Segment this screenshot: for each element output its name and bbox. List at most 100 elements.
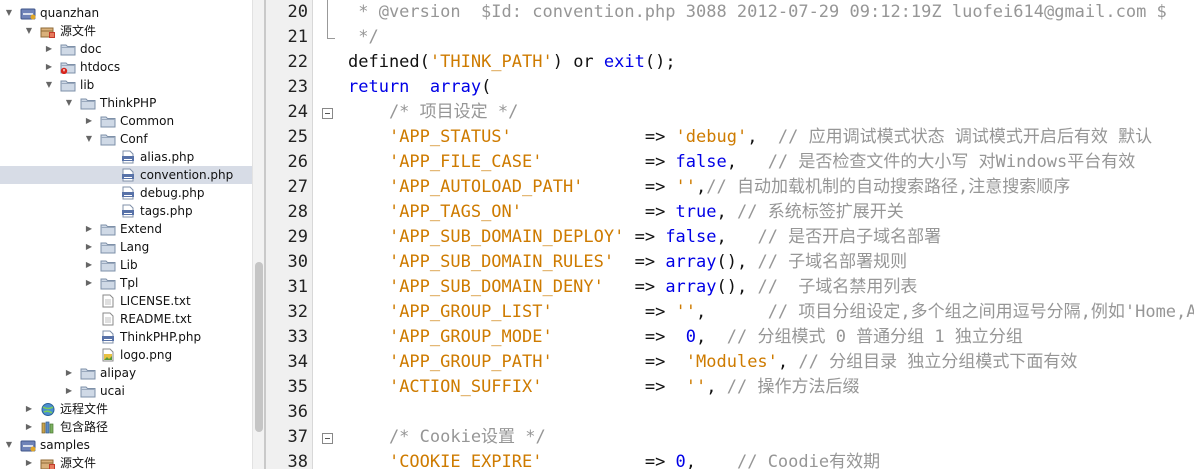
folder-error-icon (60, 60, 76, 74)
code-token: array (429, 77, 482, 97)
tree-item[interactable]: ▶包含路径 (0, 418, 252, 436)
tree-scrollbar[interactable] (252, 0, 265, 469)
expand-arrow-closed-icon[interactable]: ▶ (25, 404, 33, 413)
code-token: => (583, 177, 676, 197)
tree-item[interactable]: README.txt (0, 310, 252, 328)
expand-arrow-open-icon[interactable]: ▼ (85, 134, 93, 143)
code-line[interactable]: /* 项目设定 */ (348, 100, 518, 125)
expand-arrow-closed-icon[interactable]: ▶ (85, 242, 93, 251)
tree-item[interactable]: ▶doc (0, 40, 252, 58)
expand-arrow-closed-icon[interactable]: ▶ (45, 62, 53, 71)
code-line[interactable]: /* Cookie设置 */ (348, 425, 546, 450)
expand-arrow-closed-icon[interactable]: ▶ (45, 44, 53, 53)
fold-collapse-icon[interactable] (322, 433, 333, 444)
code-token: , (747, 127, 778, 147)
tree-item[interactable]: alias.php (0, 148, 252, 166)
tree-item[interactable]: ▼ThinkPHP (0, 94, 252, 112)
tree-item[interactable]: ▼samples (0, 436, 252, 454)
code-line[interactable]: 'ACTION_SUFFIX' => '', // 操作方法后缀 (348, 375, 860, 400)
tree-item[interactable]: ▼Conf (0, 130, 252, 148)
fold-guide (327, 25, 328, 38)
tree-item[interactable]: ThinkPHP.php (0, 328, 252, 346)
tree-item-label: Common (120, 114, 175, 128)
code-token: => (542, 152, 676, 172)
tree-item[interactable]: LICENSE.txt (0, 292, 252, 310)
code-line[interactable]: 'APP_SUB_DOMAIN_DEPLOY' => false, // 是否开… (348, 225, 941, 250)
code-line[interactable]: 'APP_TAGS_ON' => true, // 系统标签扩展开关 (348, 200, 904, 225)
code-token: , (706, 377, 727, 397)
code-line[interactable]: */ (348, 25, 378, 50)
code-token (348, 177, 389, 197)
code-line[interactable]: 'APP_GROUP_LIST' => '', // 项目分组设定,多个组之间用… (348, 300, 1194, 325)
code-token: => (552, 352, 686, 372)
tree-item[interactable]: ▶ Common (0, 112, 252, 130)
tree-item[interactable]: ▶ucai (0, 382, 252, 400)
pane-divider[interactable] (264, 0, 266, 469)
tree-item[interactable]: ▼lib (0, 76, 252, 94)
line-number: 34 (287, 352, 308, 372)
expand-arrow-open-icon[interactable]: ▼ (5, 8, 13, 17)
code-token (348, 227, 389, 247)
code-token: // 是否检查文件的大小写 对Windows平台有效 (767, 152, 1136, 172)
code-line[interactable]: 'COOKIE_EXPIRE' => 0, // Coodie有效期 (348, 450, 880, 469)
code-line[interactable]: 'APP_FILE_CASE' => false, // 是否检查文件的大小写 … (348, 150, 1135, 175)
library-icon (40, 420, 56, 434)
expand-arrow-closed-icon[interactable]: ▶ (25, 422, 33, 431)
tree-item[interactable]: tags.php (0, 202, 252, 220)
php-project-icon (20, 438, 36, 452)
code-token: true (675, 202, 717, 222)
tree-item[interactable]: ▶htdocs (0, 58, 252, 76)
php-file-icon (120, 168, 136, 182)
code-line[interactable]: return array( (348, 75, 491, 100)
code-line[interactable]: * @version $Id: convention.php 3088 2012… (348, 0, 1167, 25)
tree-item[interactable]: debug.php (0, 184, 252, 202)
project-tree[interactable]: ▼quanzhan▼源文件▶doc▶htdocs▼lib▼ThinkPHP ▶ Co… (0, 0, 266, 469)
tree-scrollbar-thumb[interactable] (255, 262, 263, 432)
tree-item[interactable]: ▼quanzhan (0, 4, 252, 22)
tree-item[interactable]: ▶Lib (0, 256, 252, 274)
expand-arrow-open-icon[interactable]: ▼ (25, 26, 33, 35)
expand-arrow-open-icon[interactable]: ▼ (5, 440, 13, 449)
code-token: // Coodie有效期 (736, 452, 881, 469)
code-editor[interactable]: * @version $Id: convention.php 3088 2012… (313, 0, 1194, 469)
code-line[interactable]: 'APP_GROUP_MODE' => 0, // 分组模式 0 普通分组 1 … (348, 325, 1023, 350)
code-line[interactable]: 'APP_STATUS' => 'debug', // 应用调试模式状态 调试模… (348, 125, 1152, 150)
expand-arrow-closed-icon[interactable]: ▶ (85, 260, 93, 269)
code-line[interactable]: 'APP_SUB_DOMAIN_RULES' => array(), // 子域… (348, 250, 907, 275)
tree-item[interactable]: ▶alipay (0, 364, 252, 382)
code-token: , (696, 302, 768, 322)
line-number: 30 (287, 252, 308, 272)
tree-item[interactable]: logo.png (0, 346, 252, 364)
line-number: 33 (287, 327, 308, 347)
code-line[interactable]: defined('THINK_PATH') or exit(); (348, 50, 676, 75)
code-token: , (726, 152, 768, 172)
tree-item[interactable]: convention.php (0, 166, 252, 184)
tree-item[interactable]: ▶Lang (0, 238, 252, 256)
tree-item[interactable]: ▼源文件 (0, 22, 252, 40)
code-line[interactable]: 'APP_GROUP_PATH' => 'Modules', // 分组目录 独… (348, 350, 1077, 375)
tree-item[interactable]: ▶ Tpl (0, 274, 252, 292)
tree-item-label: README.txt (120, 312, 192, 326)
expand-arrow-closed-icon[interactable]: ▶ (25, 458, 33, 467)
expand-arrow-open-icon[interactable]: ▼ (65, 98, 73, 107)
code-line[interactable]: 'APP_SUB_DOMAIN_DENY' => array(), // 子域名… (348, 275, 917, 300)
image-file-icon (100, 348, 116, 362)
expand-arrow-closed-icon[interactable]: ▶ (85, 278, 93, 287)
code-token: /* 项目设定 */ (348, 102, 519, 122)
expand-arrow-open-icon[interactable]: ▼ (45, 80, 53, 89)
code-token: 'THINK_PATH' (429, 52, 553, 72)
tree-item[interactable]: ▶Extend (0, 220, 252, 238)
code-line[interactable]: 'APP_AUTOLOAD_PATH' => '',// 自动加载机制的自动搜索… (348, 175, 1070, 200)
expand-arrow-closed-icon[interactable]: ▶ (85, 116, 93, 125)
fold-collapse-icon[interactable] (322, 108, 333, 119)
tree-item-label: Tpl (120, 276, 139, 290)
expand-arrow-closed-icon[interactable]: ▶ (65, 368, 73, 377)
code-token: '' (675, 177, 697, 197)
expand-arrow-closed-icon[interactable]: ▶ (85, 224, 93, 233)
tree-item[interactable]: ▶源文件 (0, 454, 252, 469)
php-file-icon (100, 330, 116, 344)
tree-item[interactable]: ▶远程文件 (0, 400, 252, 418)
code-token: 'APP_FILE_CASE' (388, 152, 543, 172)
code-token: => (603, 277, 666, 297)
expand-arrow-closed-icon[interactable]: ▶ (65, 386, 73, 395)
